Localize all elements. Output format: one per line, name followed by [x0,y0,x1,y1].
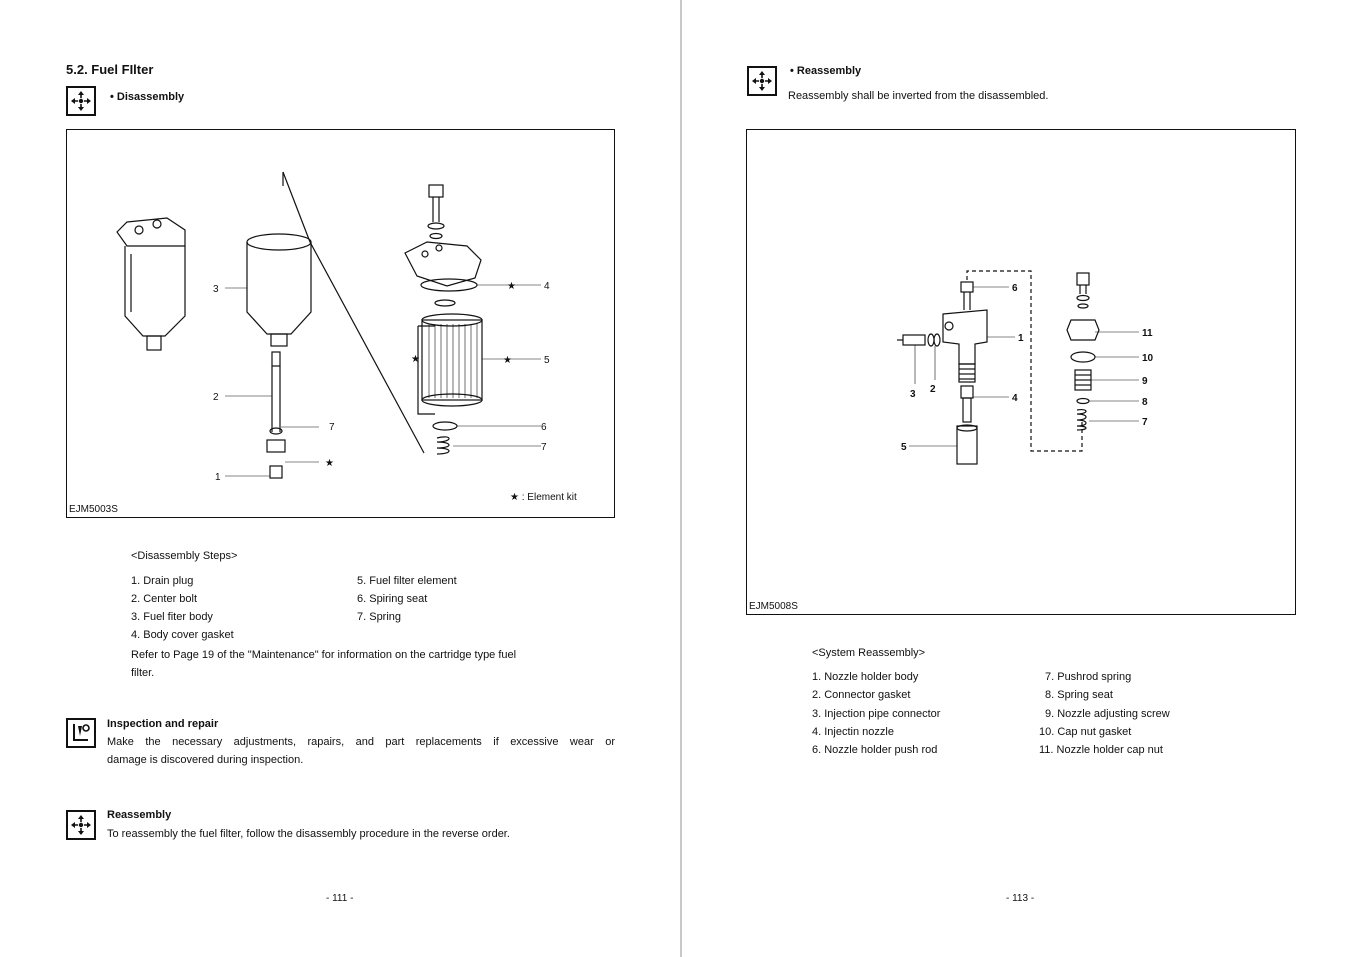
step-item: 2. Center bolt [131,593,198,605]
callout-kit-star-4: ★ [507,281,516,292]
disassembly-label: • Disassembly [110,91,185,103]
step-item: 9. Nozzle adjusting screw [1045,708,1170,720]
nozzle-figure: 6 1 2 3 4 5 11 10 9 8 7 EJM5008S [746,129,1296,615]
callout-5: 5 [544,355,550,366]
callout-kit-star: ★ [325,458,334,469]
right-page: • Reassembly Reassembly shall be inverte… [682,0,1361,957]
step-item: 1. Nozzle holder body [812,671,919,683]
callout-11: 11 [1142,328,1153,339]
reassembly-text: To reassembly the fuel filter, follow th… [107,828,510,840]
step-item: 5. Fuel filter element [357,575,457,587]
callout-2: 2 [213,392,219,403]
callout-1: 1 [215,472,221,483]
reassembly-text: Reassembly shall be inverted from the di… [788,90,1049,102]
disassembly-steps-title: <Disassembly Steps> [131,550,238,562]
element-kit-note: ★ : Element kit [510,492,577,503]
step-item: 8. Spring seat [1045,689,1113,701]
figure-code: EJM5003S [69,504,118,515]
callout-9: 9 [1142,376,1148,387]
callout-7: 7 [1142,417,1148,428]
callout-6: 6 [541,422,547,433]
disassembly-arrows-icon [66,86,96,116]
step-item: 7. Pushrod spring [1045,671,1132,683]
inspection-title: Inspection and repair [107,718,219,730]
page-number-right: - 113 - [1006,893,1035,904]
step-item: 6. Nozzle holder push rod [812,744,938,756]
left-page: 5.2. Fuel FIlter • Disassembly [0,0,680,957]
nozzle-exploded-diagram: 6 1 2 3 4 5 11 10 9 8 7 [897,270,1154,465]
callout-6: 6 [1012,283,1018,294]
callout-2: 2 [930,384,936,395]
maintenance-note-cont: filter. [131,667,155,679]
reassembly-label: • Reassembly [790,65,862,77]
fuel-filter-exploded-diagram: 3 2 1 7 ★ ★ 4 ★ ★ 5 6 7 ★ : Element kit [116,171,577,503]
step-item: 10. Cap nut gasket [1039,726,1132,738]
page-number-left: - 111 - [326,893,354,904]
callout-5: 5 [901,442,907,453]
step-item: 6. Spiring seat [357,593,428,605]
maintenance-note: Refer to Page 19 of the "Maintenance" fo… [131,649,517,661]
section-title: 5.2. Fuel FIlter [66,62,154,77]
step-item: 4. Body cover gasket [131,629,234,641]
fuel-filter-figure: 3 2 1 7 ★ ★ 4 ★ ★ 5 6 7 ★ : Element kit … [66,129,615,518]
callout-7-left: 7 [329,422,335,433]
step-item: 11. Nozzle holder cap nut [1039,744,1163,756]
callout-10: 10 [1142,353,1154,364]
callout-3: 3 [910,389,916,400]
callout-kit-star-bracket: ★ [411,354,420,365]
system-reassembly-title: <System Reassembly> [812,647,926,659]
callout-4: 4 [1012,393,1018,404]
callout-kit-star-5: ★ [503,355,512,366]
step-item: 3. Fuel fiter body [131,611,213,623]
reassembly-arrows-icon [66,810,96,840]
callout-7-right: 7 [541,442,547,453]
reassembly-title: Reassembly [107,809,172,821]
figure-code: EJM5008S [749,601,798,612]
reassembly-arrows-icon [747,66,777,96]
callout-3: 3 [213,284,219,295]
inspection-text-cont: damage is discovered during inspection. [107,754,304,766]
callout-4: 4 [544,281,550,292]
step-item: 1. Drain plug [131,575,194,587]
step-item: 4. Injectin nozzle [812,726,894,738]
step-item: 7. Spring [357,611,402,623]
step-item: 3. Injection pipe connector [812,708,941,720]
inspection-text: Make the necessary adjustments, rapairs,… [107,736,615,748]
step-item: 2. Connector gasket [812,689,911,701]
callout-8: 8 [1142,397,1148,408]
inspection-caliper-icon [66,718,96,748]
callout-1: 1 [1018,333,1024,344]
